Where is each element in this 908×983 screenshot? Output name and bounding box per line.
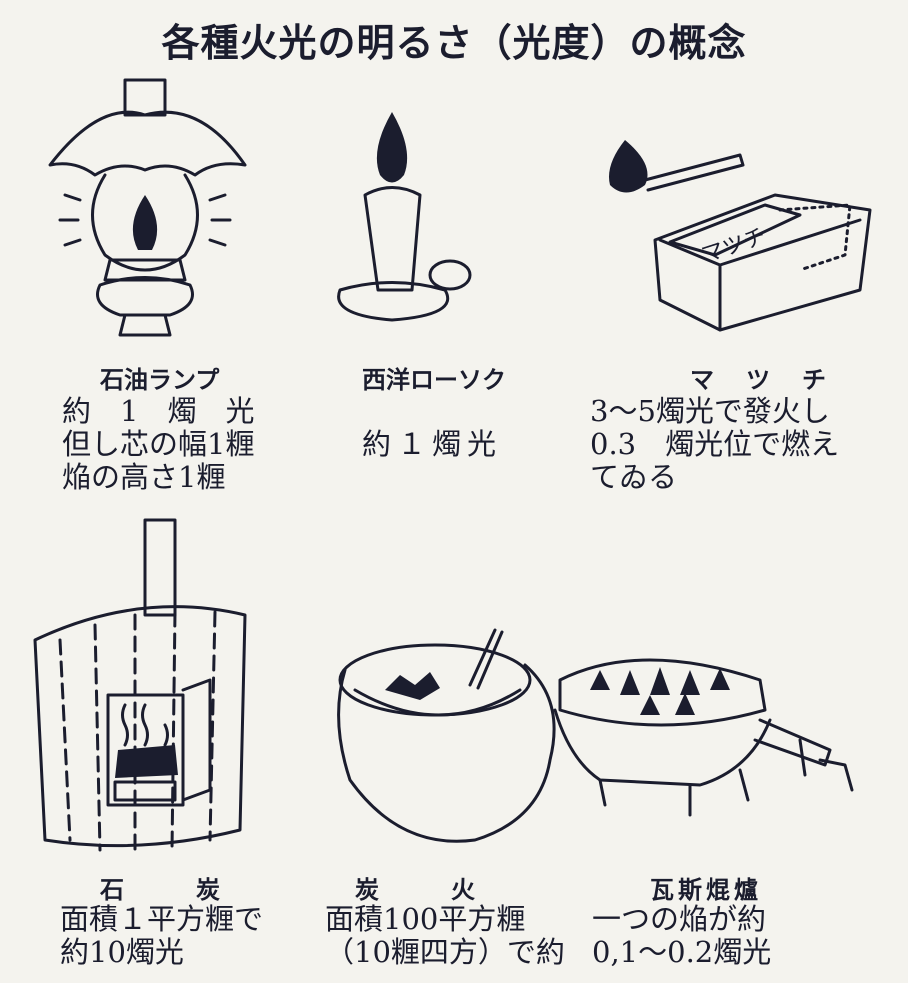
caption-oil-lamp: 石油ランプ <box>100 366 220 394</box>
match-illustration <box>609 140 872 332</box>
desc-line: 0,1〜0.2燭光 <box>592 935 772 969</box>
oil-lamp-illustration <box>48 78 247 337</box>
desc-line: 0.3 燭光位で燃え <box>590 427 840 461</box>
coal-stove-illustration <box>33 518 247 857</box>
caption-charcoal: 炭 火 <box>355 876 475 904</box>
desc-match: 3〜5燭光で發火し 0.3 燭光位で燃え てゐる <box>590 395 839 494</box>
caption-candle: 西洋ローソク <box>362 366 506 394</box>
desc-candle: 約１燭光 <box>362 427 503 461</box>
desc-line: （10糎四方）で約 <box>325 935 565 969</box>
caption-gas-stove: 瓦斯焜爐 <box>650 876 762 904</box>
desc-line: 面積100平方糎 <box>325 902 526 936</box>
desc-line: 但し芯の幅1糎 <box>62 427 255 461</box>
desc-line: 一つの焔が約 <box>592 902 767 936</box>
desc-oil-lamp: 約 1 燭 光 但し芯の幅1糎 焔の高さ1糎 <box>62 395 254 494</box>
caption-coal: 石 炭 <box>100 876 220 904</box>
desc-line: てゐる <box>590 460 678 494</box>
gas-stove-illustration <box>553 658 854 817</box>
desc-line: 約10燭光 <box>60 935 184 969</box>
desc-gas-stove: 一つの焔が約 0,1〜0.2燭光 <box>592 903 771 969</box>
desc-line: 面積１平方糎で <box>60 902 264 936</box>
desc-line: 約 1 燭 光 <box>62 394 255 428</box>
desc-coal: 面積１平方糎で 約10燭光 <box>60 903 263 969</box>
desc-line: 焔の高さ1糎 <box>62 460 226 494</box>
desc-charcoal: 面積100平方糎 （10糎四方）で約 <box>325 903 565 969</box>
desc-line: 3〜5燭光で發火し <box>590 394 830 428</box>
charcoal-brazier-illustration <box>337 628 556 843</box>
page-title: 各種火光の明るさ（光度）の概念 <box>161 21 747 65</box>
candle-illustration <box>337 112 472 322</box>
caption-match: マ ツ チ <box>690 366 830 394</box>
